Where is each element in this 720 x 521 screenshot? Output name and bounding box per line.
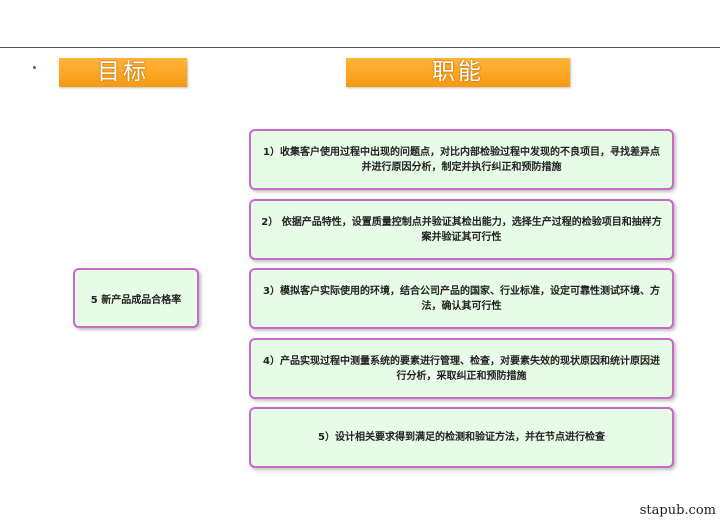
- watermark: stapub.com: [639, 503, 716, 518]
- goal-box: 5 新产品成品合格率: [73, 268, 199, 328]
- function-text-2: 2） 依据产品特性，设置质量控制点并验证其检出能力，选择生产过程的检验项目和抽样…: [261, 216, 662, 243]
- bullet-dot: [33, 66, 36, 69]
- function-box-3: 3）模拟客户实际使用的环境，结合公司产品的国家、行业标准，设定可靠性测试环境、方…: [249, 268, 674, 329]
- function-text-1: 1）收集客户使用过程中出现的问题点，对比内部检验过程中发现的不良项目，寻找差异点…: [263, 146, 660, 173]
- functions-header: 职能: [346, 58, 570, 87]
- function-text-3: 3）模拟客户实际使用的环境，结合公司产品的国家、行业标准，设定可靠性测试环境、方…: [263, 285, 660, 312]
- function-box-2: 2） 依据产品特性，设置质量控制点并验证其检出能力，选择生产过程的检验项目和抽样…: [249, 199, 674, 260]
- goal-header: 目标: [59, 58, 187, 87]
- function-text-4: 4）产品实现过程中测量系统的要素进行管理、检查，对要素失效的现状原因和统计原因进…: [263, 355, 660, 382]
- function-box-1: 1）收集客户使用过程中出现的问题点，对比内部检验过程中发现的不良项目，寻找差异点…: [249, 129, 674, 190]
- function-text-5: 5）设计相关要求得到满足的检测和验证方法，并在节点进行检查: [318, 432, 605, 443]
- function-box-5: 5）设计相关要求得到满足的检测和验证方法，并在节点进行检查: [249, 407, 674, 468]
- top-divider: [0, 47, 720, 48]
- function-box-4: 4）产品实现过程中测量系统的要素进行管理、检查，对要素失效的现状原因和统计原因进…: [249, 338, 674, 399]
- goal-label: 5 新产品成品合格率: [90, 294, 182, 306]
